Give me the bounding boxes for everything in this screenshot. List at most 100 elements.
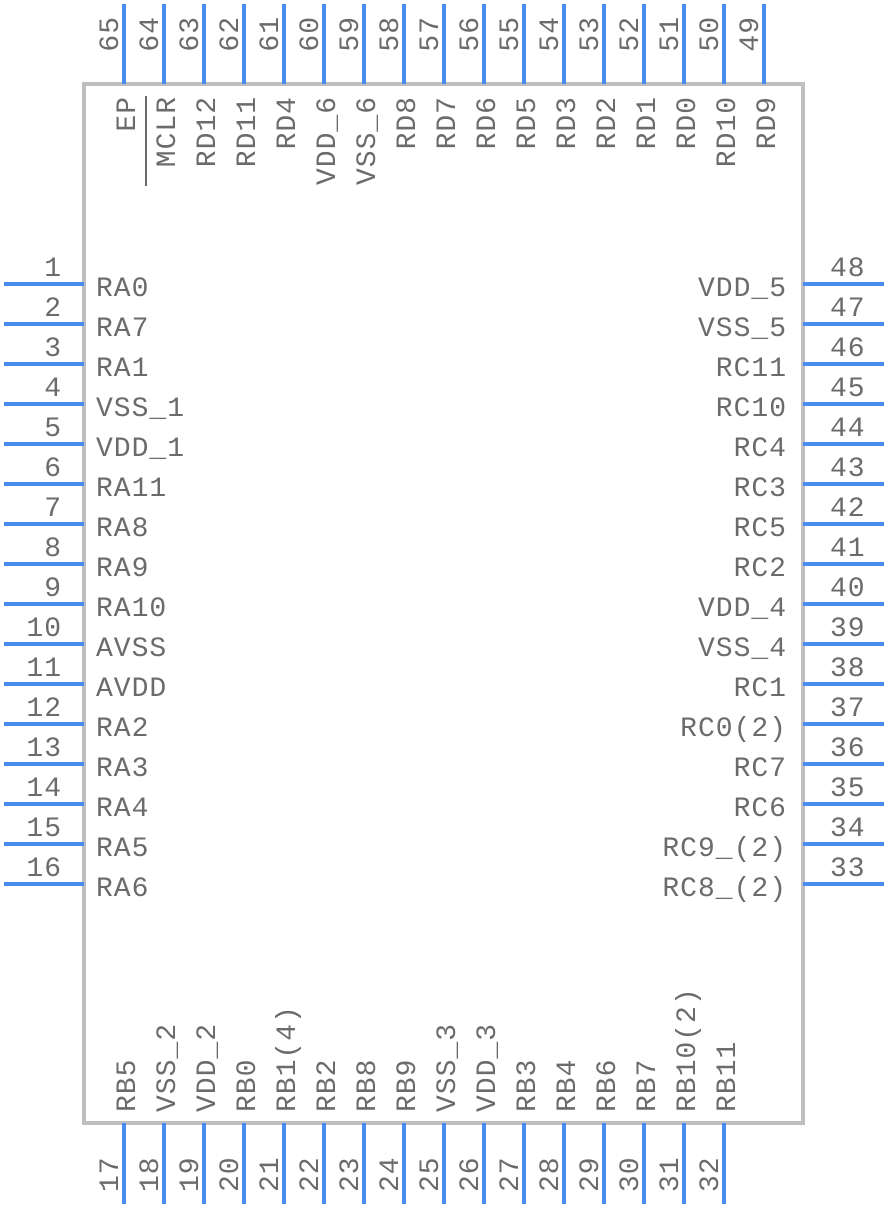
pin-name: VDD_2: [193, 1023, 224, 1112]
pin-name: RA11: [96, 474, 167, 505]
pin-number: 44: [830, 414, 866, 445]
pin-name: RD4: [273, 96, 304, 149]
pin-name: VSS_4: [698, 634, 787, 665]
pin-name: RB5: [113, 1059, 144, 1112]
pin-number: 32: [696, 1156, 727, 1192]
pin-number: 41: [830, 534, 866, 565]
pin-number: 48: [830, 254, 866, 285]
pin-31: 31 RB10(2): [656, 987, 704, 1204]
pin-number: 7: [44, 494, 62, 525]
pin-name: RA0: [96, 274, 149, 305]
pin-number: 45: [830, 374, 866, 405]
pin-22: 22 RB2: [296, 1059, 344, 1204]
pin-number: 39: [830, 614, 866, 645]
pins-bottom: 17RB518VSS_219VDD_220RB021RB1(4)22RB223R…: [96, 987, 744, 1204]
pin-name: VSS_6: [353, 96, 384, 185]
pin-number: 23: [336, 1156, 367, 1192]
pin-number: 2: [44, 294, 62, 325]
pin-name: RD10: [713, 96, 744, 167]
pin-name: RD7: [433, 96, 464, 149]
pin-number: 52: [616, 16, 647, 52]
pin-number: 60: [296, 16, 327, 52]
pin-number: 6: [44, 454, 62, 485]
pin-name: RD6: [473, 96, 504, 149]
pin-name: AVSS: [96, 634, 167, 665]
pin-number: 58: [376, 16, 407, 52]
pin-name: RA10: [96, 594, 167, 625]
pin-name: RA9: [96, 554, 149, 585]
ic-body: [82, 82, 805, 1125]
pin-name: RD11: [233, 96, 264, 167]
pin-21: 21 RB1(4): [256, 1005, 304, 1204]
pin-number: 51: [656, 16, 687, 52]
pin-number: 31: [656, 1156, 687, 1192]
pin-name: RA1: [96, 354, 149, 385]
pin-name: RC3: [734, 474, 787, 505]
pin-name: RB10(2): [673, 987, 704, 1112]
pin-name: VSS_1: [96, 394, 185, 425]
pin-name: RB1(4): [273, 1005, 304, 1112]
pin-number: 43: [830, 454, 866, 485]
pin-name: AVDD: [96, 674, 167, 705]
pin-number: 42: [830, 494, 866, 525]
pin-name: RC1: [734, 674, 787, 705]
pin-name: RA2: [96, 714, 149, 745]
pin-number: 37: [830, 694, 866, 725]
pin-number: 22: [296, 1156, 327, 1192]
pin-name: RB4: [553, 1059, 584, 1112]
pins-left: 1RA02RA73RA14VSS_15VDD_16RA117RA88RA99RA…: [4, 254, 185, 905]
pin-number: 15: [26, 814, 62, 845]
pin-number: 56: [456, 16, 487, 52]
pin-name: RA4: [96, 794, 149, 825]
pin-number: 21: [256, 1156, 287, 1192]
pin-name: RB9: [393, 1059, 424, 1112]
pin-number: 65: [96, 16, 127, 52]
pin-name: RA3: [96, 754, 149, 785]
pin-number: 8: [44, 534, 62, 565]
pin-number: 17: [96, 1156, 127, 1192]
pin-name: RB2: [313, 1059, 344, 1112]
pin-number: 13: [26, 734, 62, 765]
pin-name: RC0(2): [680, 714, 787, 745]
pin-number: 4: [44, 374, 62, 405]
pin-name: RB6: [593, 1059, 624, 1112]
pin-number: 5: [44, 414, 62, 445]
pin-number: 38: [830, 654, 866, 685]
pin-number: 19: [176, 1156, 207, 1192]
pin-name: RC9_(2): [662, 834, 787, 865]
pin-number: 33: [830, 854, 866, 885]
pin-name: EP: [113, 96, 144, 132]
pin-number: 49: [736, 16, 767, 52]
pin-name: VSS_5: [698, 314, 787, 345]
pin-number: 20: [216, 1156, 247, 1192]
